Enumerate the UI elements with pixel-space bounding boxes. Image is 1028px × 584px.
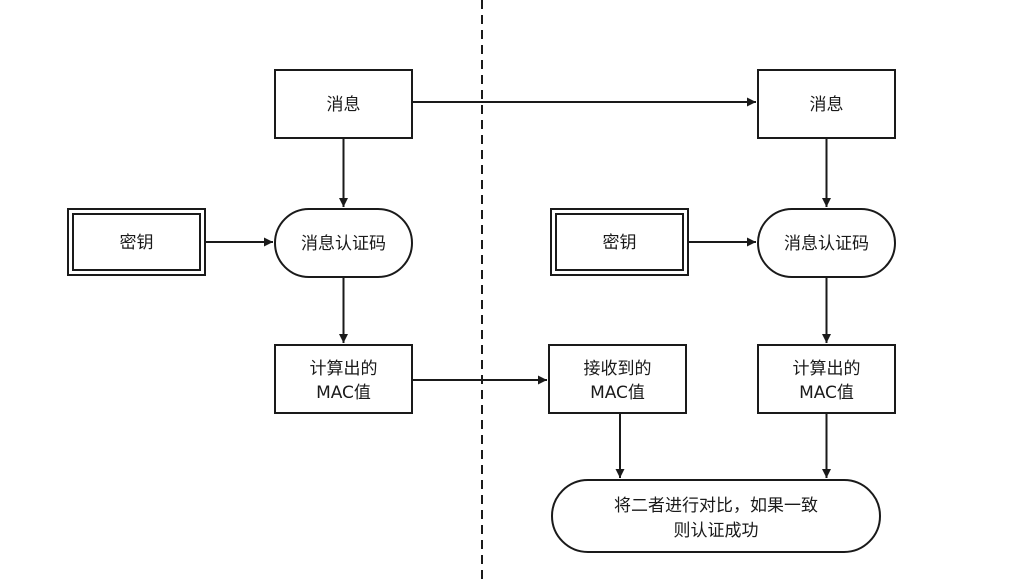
- sender-computed-mac-line2: MAC值: [316, 383, 371, 403]
- receiver-received-mac-line1: 接收到的: [584, 359, 652, 379]
- receiver-mac-function-box: 消息认证码: [757, 208, 896, 278]
- receiver-key-label: 密钥: [603, 233, 637, 253]
- receiver-computed-mac-line1: 计算出的: [793, 359, 861, 379]
- receiver-computed-mac-line2: MAC值: [799, 383, 854, 403]
- sender-mac-function-box: 消息认证码: [274, 208, 413, 278]
- sender-computed-mac-box: 计算出的 MAC值: [274, 344, 413, 414]
- sender-computed-mac-line1: 计算出的: [310, 359, 378, 379]
- receiver-computed-mac-box: 计算出的 MAC值: [757, 344, 896, 414]
- sender-key-label: 密钥: [120, 233, 154, 253]
- receiver-compare-line1: 将二者进行对比，如果一致: [614, 496, 818, 516]
- receiver-message-box: 消息: [757, 69, 896, 139]
- receiver-compare-box: 将二者进行对比，如果一致 则认证成功: [551, 479, 881, 553]
- receiver-compare-line2: 则认证成功: [674, 521, 759, 541]
- receiver-received-mac-box: 接收到的 MAC值: [548, 344, 687, 414]
- receiver-key-box: 密钥: [550, 208, 689, 276]
- sender-message-label: 消息: [327, 95, 361, 115]
- sender-key-box: 密钥: [67, 208, 206, 276]
- sender-mac-function-label: 消息认证码: [301, 234, 386, 254]
- sender-message-box: 消息: [274, 69, 413, 139]
- receiver-mac-function-label: 消息认证码: [784, 234, 869, 254]
- receiver-received-mac-line2: MAC值: [590, 383, 645, 403]
- receiver-message-label: 消息: [810, 95, 844, 115]
